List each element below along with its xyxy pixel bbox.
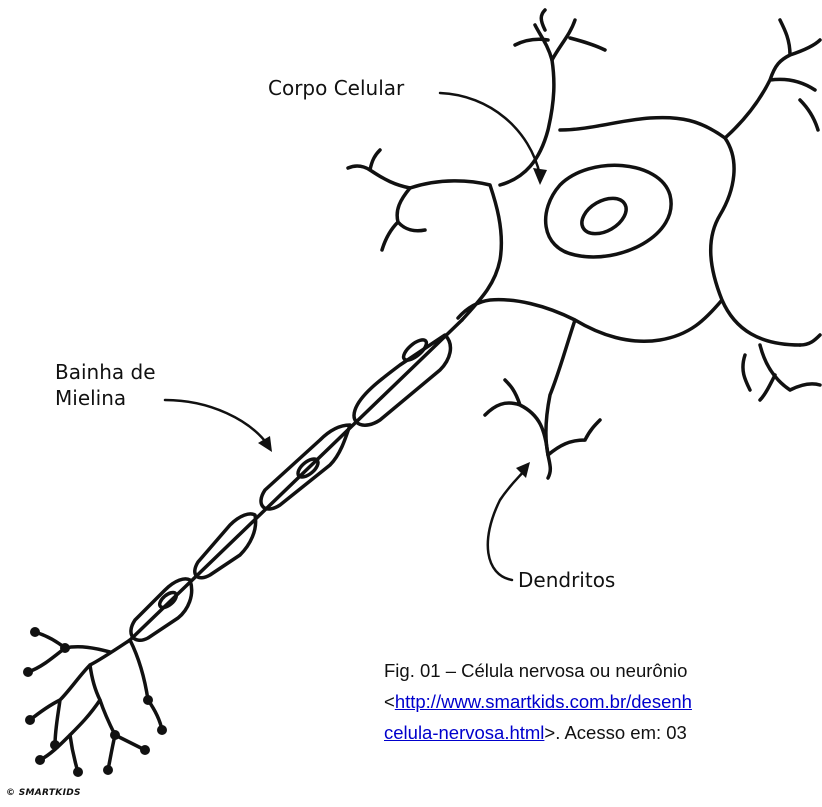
nucleolus	[576, 191, 633, 241]
arrowhead-dendritos	[516, 462, 530, 478]
arrow-dendritos	[488, 470, 525, 580]
label-bainha-line1: Bainha de	[55, 360, 156, 384]
caption-open-bracket: <	[384, 691, 395, 712]
terminal-bouton	[143, 695, 153, 705]
schwann-nucleus-1	[400, 336, 429, 363]
arrow-corpo-celular	[440, 93, 540, 175]
terminal-bouton	[25, 715, 35, 725]
axon	[130, 320, 462, 640]
terminal-bouton	[73, 767, 83, 777]
terminal-bouton	[30, 627, 40, 637]
myelin-segment-2	[261, 425, 350, 509]
dendrite-top	[515, 10, 605, 60]
arrow-bainha	[165, 400, 268, 445]
terminal-bouton	[35, 755, 45, 765]
dendrite-left-top	[348, 150, 425, 250]
label-corpo-celular: Corpo Celular	[268, 76, 404, 100]
terminal-bouton	[60, 643, 70, 653]
terminal-bouton	[157, 725, 167, 735]
label-bainha-line2: Mielina	[55, 386, 126, 410]
figure-caption: Fig. 01 – Célula nervosa ou neurônio <ht…	[384, 655, 822, 748]
caption-line2: <http://www.smartkids.com.br/desenh	[384, 686, 822, 717]
caption-link-part2[interactable]: celula-nervosa.html	[384, 722, 544, 743]
smartkids-watermark: © SMARTKIDS	[6, 788, 81, 798]
terminal-bouton	[140, 745, 150, 755]
terminal-bouton	[23, 667, 33, 677]
dendrite-bottom	[485, 380, 600, 478]
terminal-bouton	[103, 765, 113, 775]
caption-line1: Fig. 01 – Célula nervosa ou neurônio	[384, 655, 822, 686]
caption-line3: celula-nervosa.html>. Acesso em: 03	[384, 717, 822, 748]
caption-link-part1[interactable]: http://www.smartkids.com.br/desenh	[395, 691, 692, 712]
caption-access-date: >. Acesso em: 03	[544, 722, 686, 743]
dendrite-top-right	[725, 20, 820, 138]
label-dendritos: Dendritos	[518, 568, 615, 592]
arrowhead-bainha	[258, 436, 272, 452]
terminal-bouton	[110, 730, 120, 740]
arrowhead-corpo-celular	[533, 168, 547, 185]
terminal-bouton	[50, 740, 60, 750]
nucleus	[546, 165, 671, 257]
